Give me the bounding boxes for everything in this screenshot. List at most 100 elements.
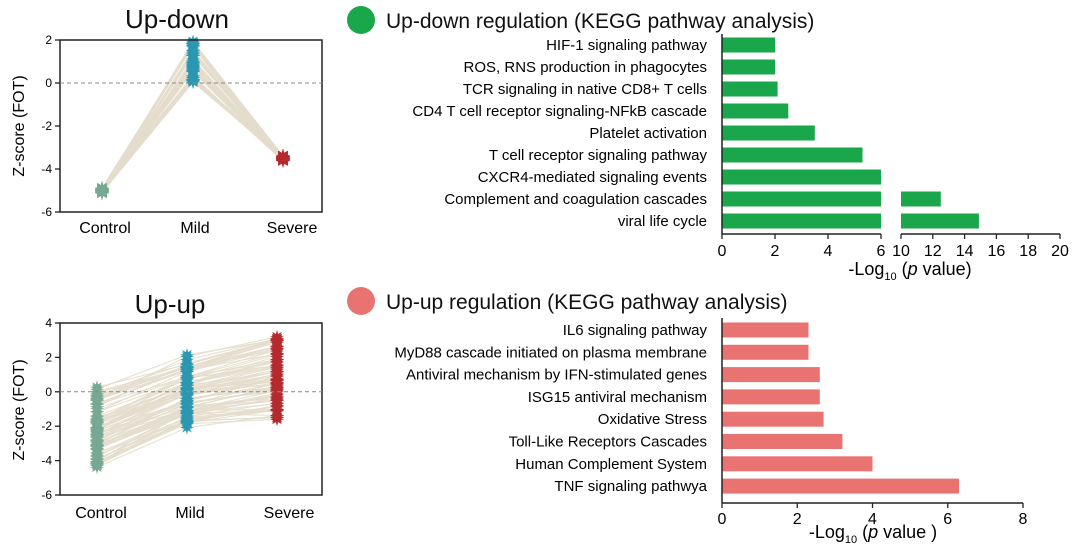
star-point bbox=[180, 396, 194, 411]
updown-cat-severe: Severe bbox=[267, 220, 318, 237]
star-point bbox=[270, 339, 284, 354]
category-label: CD4 T cell receptor signaling-NFkB casca… bbox=[412, 103, 707, 120]
updown-kegg-chart: Up-down regulation (KEGG pathway analysi… bbox=[347, 6, 1069, 283]
star-point bbox=[186, 74, 200, 89]
x-tick-label: 6 bbox=[877, 243, 886, 260]
bar bbox=[722, 322, 809, 338]
bar bbox=[722, 37, 775, 53]
star-point bbox=[95, 180, 109, 195]
upup-ylabel: Z-score (FOT) bbox=[11, 359, 28, 460]
star-point bbox=[90, 452, 104, 467]
y-tick-label: 2 bbox=[45, 33, 52, 47]
bar-extension bbox=[901, 213, 979, 229]
bar bbox=[722, 125, 815, 141]
x-tick-label: 4 bbox=[824, 243, 833, 260]
x-tick-label: 12 bbox=[924, 243, 942, 260]
y-tick-label: -2 bbox=[41, 419, 52, 433]
upup-cat-mild: Mild bbox=[175, 505, 204, 522]
star-point bbox=[90, 392, 104, 407]
updown-bars bbox=[722, 37, 979, 229]
updown-legend-circle-icon bbox=[347, 6, 375, 34]
bar-extension bbox=[901, 191, 941, 207]
upup-data-points bbox=[90, 329, 284, 475]
bar bbox=[722, 344, 809, 360]
category-label: Oxidative Stress bbox=[598, 411, 707, 428]
category-label: MyD88 cascade initiated on plasma membra… bbox=[394, 344, 707, 361]
trajectory-line bbox=[101, 81, 284, 194]
star-point bbox=[90, 413, 104, 427]
star-point bbox=[270, 396, 284, 410]
upup-cat-severe: Severe bbox=[264, 505, 315, 522]
star-point bbox=[180, 387, 194, 402]
star-point bbox=[270, 382, 284, 397]
star-point bbox=[90, 424, 104, 439]
y-tick-label: 0 bbox=[45, 76, 52, 90]
star-point bbox=[180, 349, 194, 364]
x-tick-label: 10 bbox=[892, 243, 910, 260]
bar bbox=[722, 147, 863, 163]
updown-kegg-title: Up-down regulation (KEGG pathway analysi… bbox=[386, 10, 814, 33]
y-tick-label: 2 bbox=[45, 350, 52, 364]
upup-y-ticks: 420-2-4-6 bbox=[41, 316, 322, 502]
bar bbox=[722, 389, 820, 405]
x-tick-label: 2 bbox=[793, 511, 802, 528]
bar bbox=[722, 478, 959, 494]
category-label: T cell receptor signaling pathway bbox=[489, 147, 708, 164]
star-point bbox=[180, 409, 194, 424]
upup-zscore-chart: Up-up 420-2-4-6 Z-score (FOT) Control Mi… bbox=[11, 289, 323, 522]
y-tick-label: -4 bbox=[41, 454, 52, 468]
y-tick-label: -6 bbox=[41, 205, 52, 219]
category-label: viral life cycle bbox=[618, 213, 707, 230]
bar bbox=[722, 169, 881, 185]
bar bbox=[722, 81, 778, 97]
x-tick-label: 2 bbox=[771, 243, 780, 260]
y-tick-label: -6 bbox=[41, 488, 52, 502]
star-point bbox=[186, 48, 200, 63]
bar bbox=[722, 191, 881, 207]
upup-bars bbox=[722, 322, 959, 494]
bar bbox=[722, 59, 775, 75]
x-tick-label: 0 bbox=[718, 511, 727, 528]
updown-cat-control: Control bbox=[79, 220, 131, 237]
star-point bbox=[90, 435, 104, 450]
upup-cat-control: Control bbox=[75, 505, 127, 522]
x-tick-label: 6 bbox=[943, 511, 952, 528]
category-label: ROS, RNS production in phagocytes bbox=[464, 59, 707, 76]
star-point bbox=[270, 360, 284, 375]
x-tick-label: 18 bbox=[1019, 243, 1037, 260]
y-tick-label: -2 bbox=[41, 119, 52, 133]
category-label: Complement and coagulation cascades bbox=[444, 191, 707, 208]
x-tick-label: 20 bbox=[1051, 243, 1069, 260]
category-label: TCR signaling in native CD8+ T cells bbox=[463, 81, 707, 98]
upup-plot-frame bbox=[59, 322, 323, 496]
upup-legend-circle-icon bbox=[347, 287, 375, 315]
star-point bbox=[180, 359, 194, 374]
x-tick-label: 4 bbox=[868, 511, 877, 528]
bar bbox=[722, 367, 820, 383]
upup-kegg-title: Up-up regulation (KEGG pathway analysis) bbox=[386, 291, 788, 314]
y-tick-label: 0 bbox=[45, 385, 52, 399]
category-label: TNF signaling pathwya bbox=[554, 478, 707, 495]
category-label: CXCR4-mediated signaling events bbox=[478, 169, 707, 186]
star-point bbox=[270, 408, 284, 423]
updown-ylabel: Z-score (FOT) bbox=[11, 75, 28, 176]
bar bbox=[722, 411, 824, 427]
category-label: Human Complement System bbox=[515, 456, 707, 473]
x-tick-label: 16 bbox=[988, 243, 1006, 260]
x-tick-label: 0 bbox=[718, 243, 727, 260]
updown-y-ticks: 2 0 -2 -4 -6 bbox=[41, 33, 322, 219]
upup-title: Up-up bbox=[135, 289, 206, 319]
star-point bbox=[90, 380, 104, 395]
updown-zscore-chart: Up-down 20-2-4-6 Z-score (FOT) Control M… bbox=[11, 4, 323, 237]
y-tick-label: -4 bbox=[41, 162, 52, 176]
star-point bbox=[180, 375, 194, 390]
updown-data-points bbox=[95, 34, 290, 201]
updown-xlabel: -Log10 (p value) bbox=[848, 259, 971, 283]
star-point bbox=[276, 149, 290, 164]
category-label: HIF-1 signaling pathway bbox=[546, 37, 707, 54]
category-label: ISG15 antiviral mechanism bbox=[528, 389, 707, 406]
